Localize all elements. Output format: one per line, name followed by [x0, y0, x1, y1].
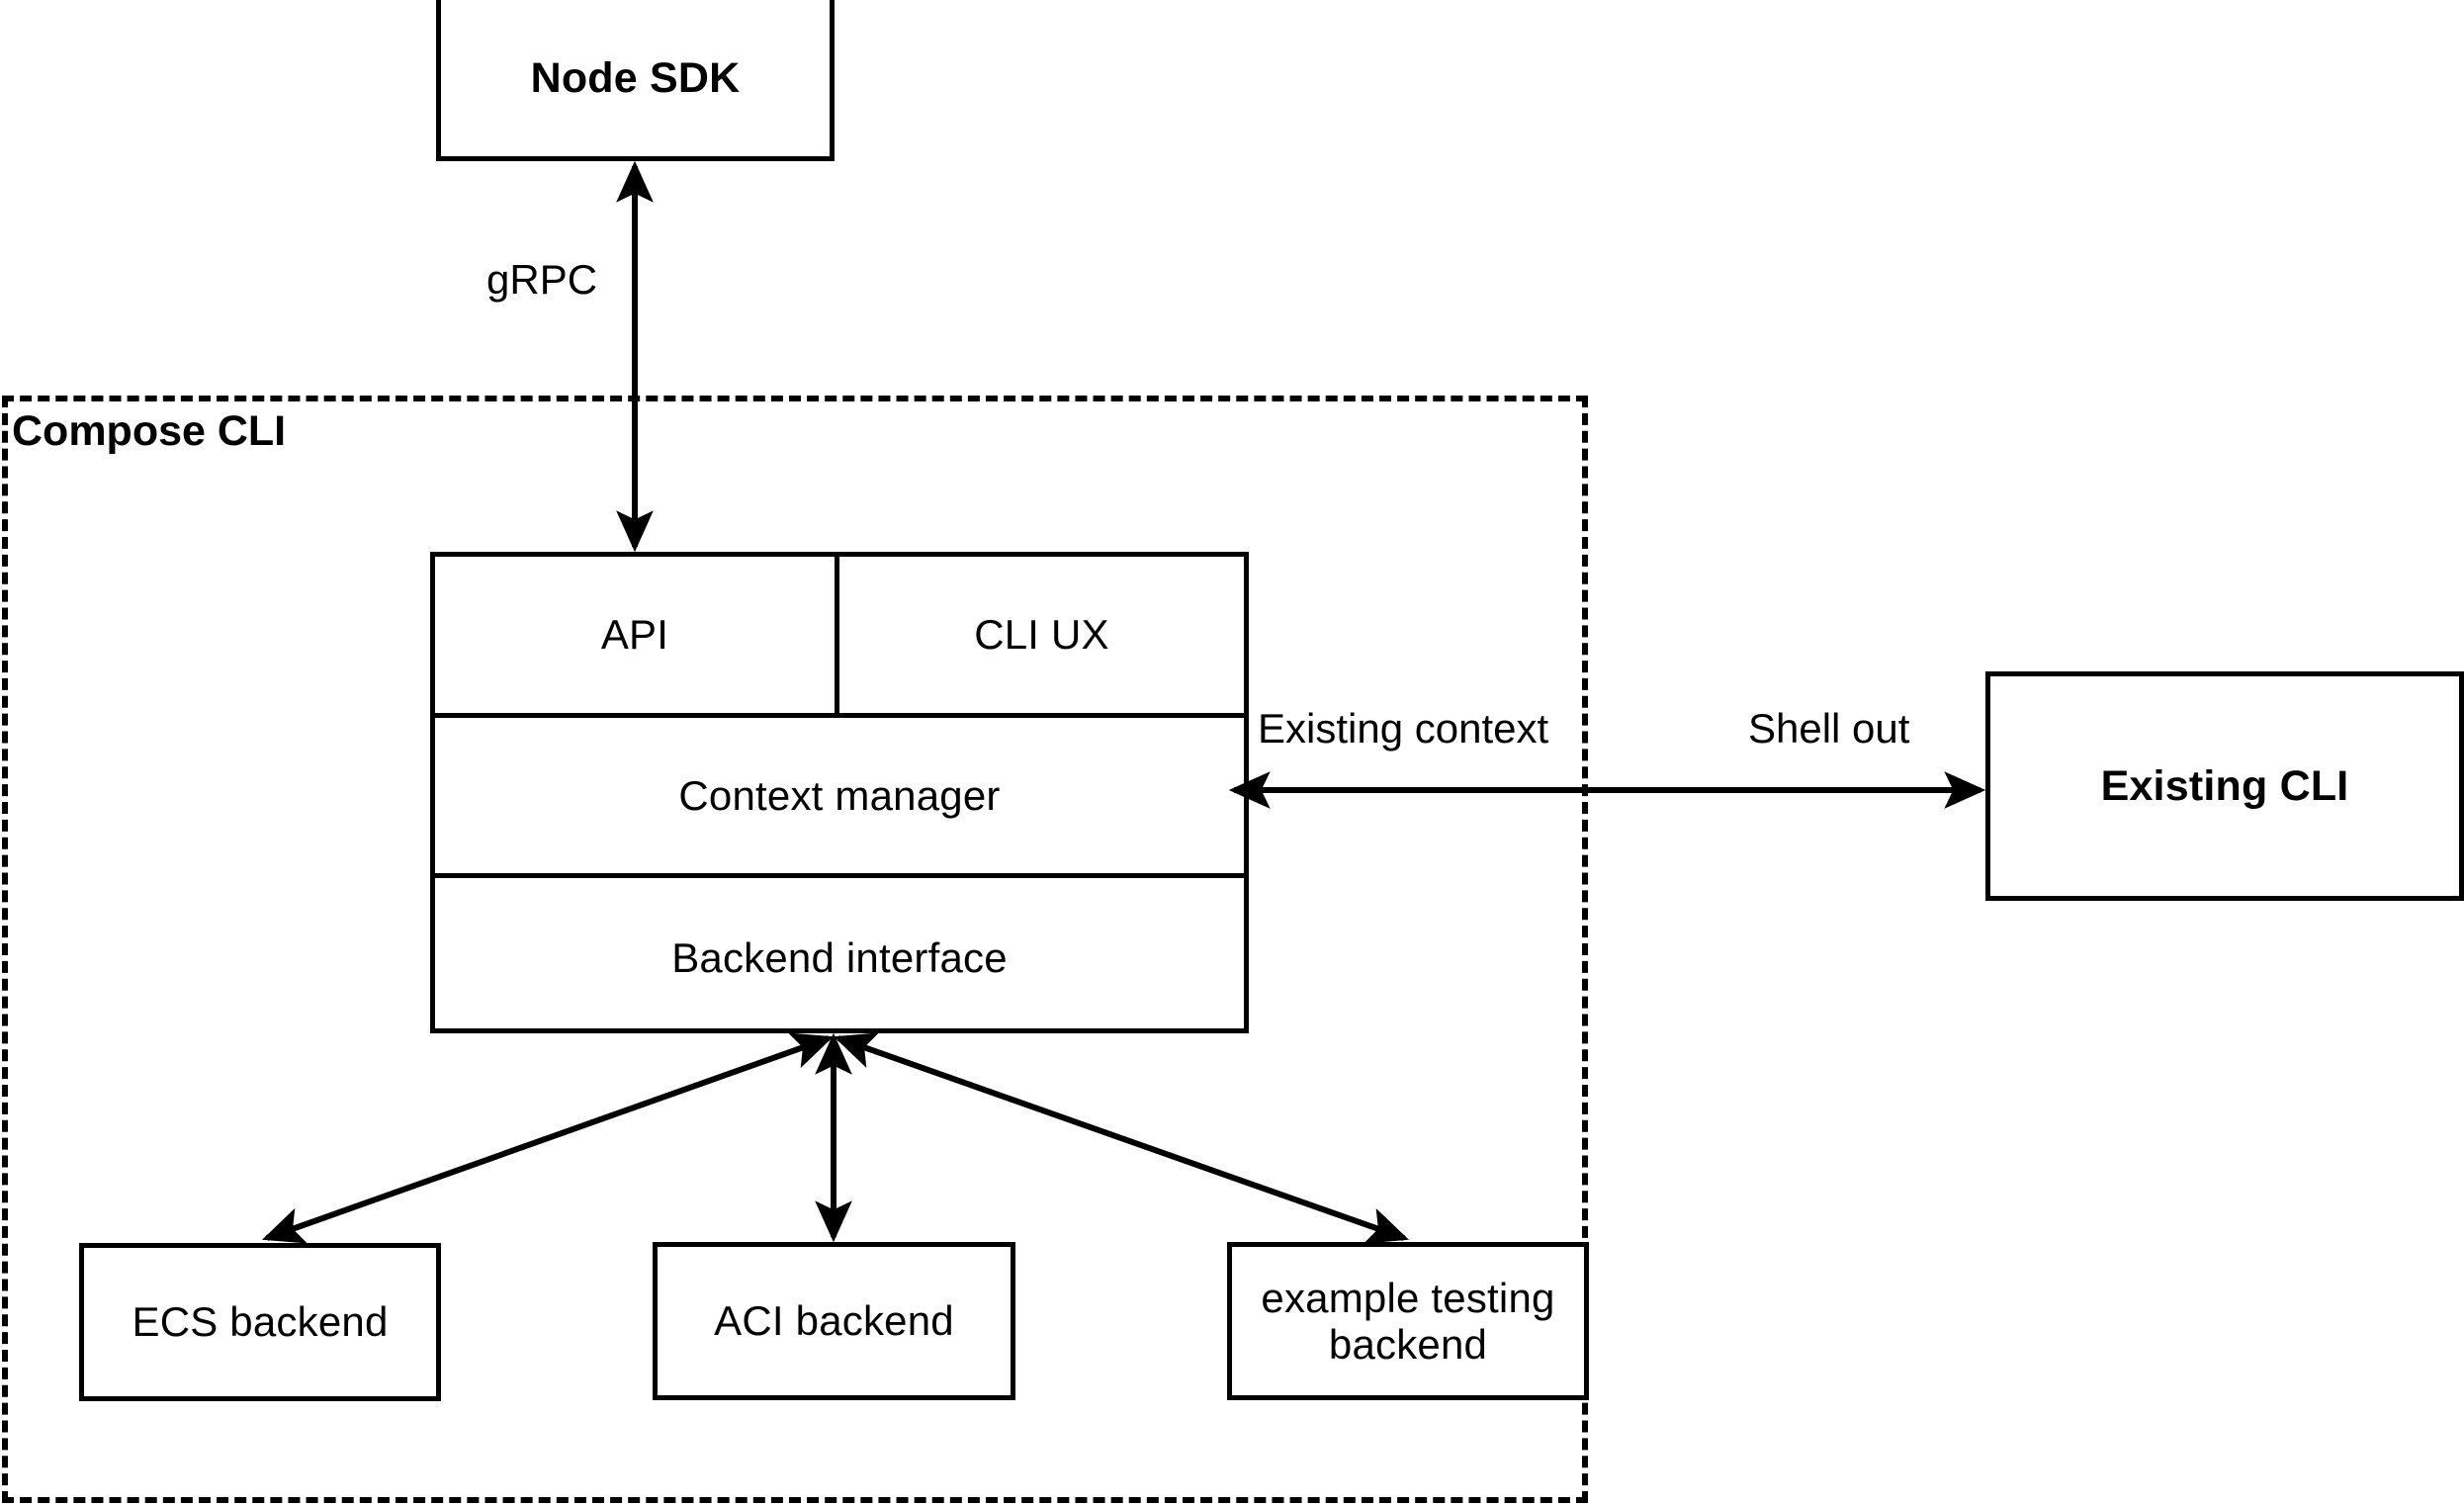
aci-backend-label: ACI backend — [714, 1297, 954, 1345]
existing-context-edge-label: Existing context — [1252, 708, 1555, 750]
context-manager-cell[interactable]: Context manager — [435, 718, 1244, 878]
existing-cli-box[interactable]: Existing CLI — [1985, 671, 2464, 901]
example-testing-backend-label: example testing backend — [1261, 1274, 1555, 1368]
backend-interface-cell[interactable]: Backend interface — [435, 878, 1244, 1038]
cli-ux-label: CLI UX — [974, 611, 1109, 659]
ecs-backend-box[interactable]: ECS backend — [79, 1243, 441, 1401]
example-testing-backend-box[interactable]: example testing backend — [1227, 1242, 1589, 1400]
stack-row-api-cliux: API CLI UX — [435, 557, 1244, 718]
backend-interface-label: Backend interface — [671, 934, 1008, 982]
aci-backend-box[interactable]: ACI backend — [653, 1242, 1015, 1400]
api-cell[interactable]: API — [435, 557, 839, 713]
api-label: API — [600, 611, 669, 659]
compose-cli-label: Compose CLI — [10, 407, 289, 456]
existing-cli-label: Existing CLI — [2100, 761, 2349, 810]
cli-ux-cell[interactable]: CLI UX — [839, 557, 1244, 713]
grpc-edge-label: gRPC — [481, 259, 604, 301]
node-sdk-box[interactable]: Node SDK — [436, 0, 835, 161]
shell-out-edge-label: Shell out — [1742, 708, 1916, 750]
compose-cli-stack: API CLI UX Context manager Backend inter… — [430, 552, 1249, 1033]
compose-cli-boundary — [2, 396, 1588, 1503]
context-manager-label: Context manager — [678, 771, 1001, 819]
ecs-backend-label: ECS backend — [132, 1298, 389, 1346]
node-sdk-label: Node SDK — [530, 53, 741, 102]
